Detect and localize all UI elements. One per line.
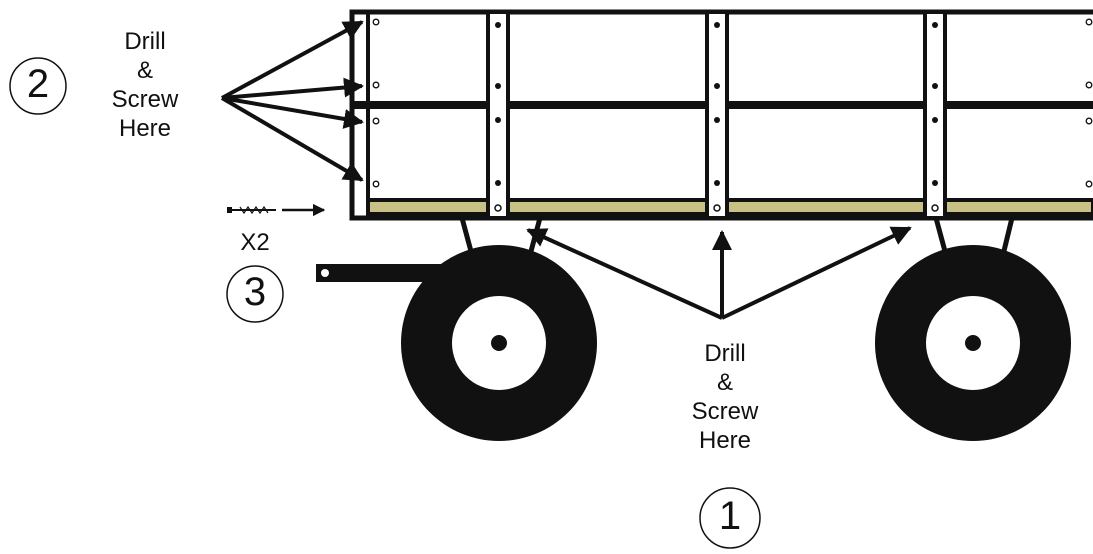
lower-label-line-4: Here [698,427,752,454]
bed-rail [366,198,1093,216]
lower-label-line-1: Drill [704,340,746,367]
upper-drill-screw-label: Drill & Screw Here [100,27,190,143]
lower-label-line-3: Screw [691,398,759,425]
lower-callout-arrows [526,226,912,320]
upper-label-line-3: Screw [111,86,179,113]
upper-label-line-1: Drill [124,28,166,55]
stake-left [486,10,510,220]
step-3-number: 3 [243,270,267,314]
lower-drill-screw-label: Drill & Screw Here [680,339,770,455]
upper-label-line-2: & [136,57,153,84]
step-2-number: 2 [26,62,50,106]
screw-icon [227,203,326,217]
stakes [486,10,947,220]
step-1-circle [699,487,761,549]
screw-quantity-label: X2 [240,229,270,256]
upper-label-line-4: Here [118,115,172,142]
upper-callout-arrows [220,20,364,182]
stake-middle [705,10,729,220]
stake-right [923,10,947,220]
step-1-number: 1 [718,494,742,538]
step-3-circle [226,265,284,323]
step-2-circle [9,57,67,115]
screw-holes [372,18,1093,188]
rear-wheel [875,245,1071,441]
front-wheel [401,245,597,441]
step-circles [9,57,761,549]
lower-label-line-2: & [716,369,733,396]
tow-tongue [316,264,444,282]
